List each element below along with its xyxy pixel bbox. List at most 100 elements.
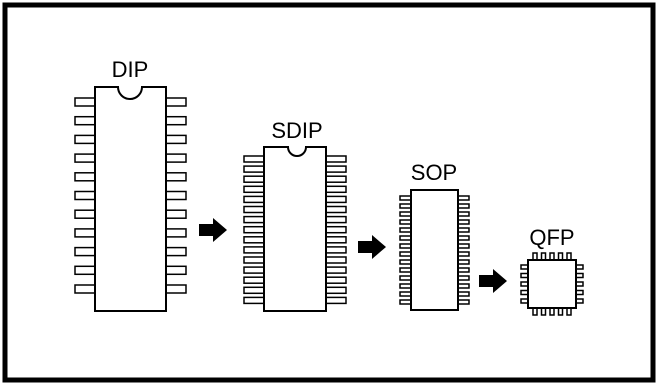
- sop-pin: [457, 259, 470, 265]
- dip-pin: [165, 172, 187, 182]
- sdip-pin: [325, 296, 347, 305]
- dip-pin: [165, 209, 187, 219]
- sdip-pin: [325, 276, 347, 284]
- sop-pin: [399, 291, 412, 297]
- sop-pin: [457, 219, 470, 225]
- sdip-pin: [243, 286, 265, 295]
- sdip-body: [263, 146, 327, 312]
- sdip-pin: [325, 256, 347, 264]
- sdip-pin: [325, 215, 347, 224]
- qfp-package: QFP: [520, 225, 584, 316]
- sop-pin: [399, 283, 412, 289]
- sdip-pin: [243, 236, 265, 244]
- sop-pin: [399, 235, 412, 241]
- sop-pin: [457, 267, 470, 273]
- sdip-pin: [325, 246, 347, 254]
- dip-pin: [74, 209, 96, 219]
- dip-pin: [74, 153, 96, 163]
- dip-pin: [74, 115, 96, 126]
- sdip-pin: [325, 155, 347, 163]
- sdip-pin: [243, 296, 265, 305]
- dip-pin: [165, 246, 187, 257]
- arrow-right-icon: [358, 235, 386, 259]
- sop-pin: [457, 283, 470, 289]
- dip-pin: [74, 134, 96, 145]
- dip-pin: [165, 134, 187, 145]
- dip-pin: [165, 97, 187, 107]
- dip-pin: [74, 284, 96, 294]
- qfp-pin: [549, 252, 555, 261]
- dip-pin: [165, 115, 187, 126]
- qfp-pin: [532, 307, 538, 316]
- dip-label: DIP: [112, 57, 149, 82]
- sdip-pin: [325, 165, 347, 173]
- sop-pin: [399, 259, 412, 265]
- sop-package: SOP: [399, 160, 470, 311]
- sdip-pin: [325, 195, 347, 204]
- qfp-pin: [557, 252, 564, 261]
- sdip-pin: [325, 175, 347, 183]
- sop-pin: [457, 227, 470, 233]
- sop-pin: [399, 227, 412, 233]
- sdip-label: SDIP: [271, 118, 322, 143]
- sop-pin: [399, 275, 412, 281]
- qfp-pin: [520, 272, 529, 279]
- dip-pin: [165, 153, 187, 163]
- sdip-pin: [243, 165, 265, 173]
- sdip-pin: [325, 236, 347, 244]
- sdip-pin: [243, 266, 265, 274]
- sop-pin: [457, 235, 470, 241]
- qfp-pin: [566, 307, 572, 316]
- sop-pin: [399, 243, 412, 249]
- dip-pin: [74, 97, 96, 107]
- sdip-pin: [243, 246, 265, 254]
- sdip-package: SDIP: [243, 118, 347, 312]
- dip-pin: [74, 246, 96, 257]
- sop-pin: [457, 291, 470, 297]
- qfp-pin: [549, 307, 555, 316]
- dip-pin: [74, 190, 96, 201]
- sdip-pin: [243, 185, 265, 194]
- arrow-right-icon: [479, 269, 507, 293]
- qfp-pin: [540, 307, 547, 316]
- dip-pins-left: [74, 97, 96, 294]
- sop-pin: [399, 251, 412, 257]
- qfp-pin: [575, 289, 584, 296]
- sop-pin: [399, 219, 412, 225]
- sdip-pin: [325, 205, 347, 214]
- sop-pin: [399, 267, 412, 273]
- sop-pin: [399, 299, 412, 305]
- qfp-pin: [557, 307, 564, 316]
- dip-package: DIP: [74, 57, 187, 312]
- sop-pin: [457, 211, 470, 217]
- sop-pin: [399, 195, 412, 201]
- dip-pin: [165, 228, 187, 238]
- sop-pin: [457, 251, 470, 257]
- qfp-pin: [520, 264, 529, 270]
- sop-pin: [457, 195, 470, 201]
- dip-pin: [165, 190, 187, 201]
- sdip-pin: [325, 266, 347, 274]
- sdip-pin: [325, 286, 347, 295]
- sdip-pin: [243, 175, 265, 183]
- sdip-pin: [325, 225, 347, 234]
- sop-pin: [457, 243, 470, 249]
- qfp-pin: [532, 252, 538, 261]
- sop-pin: [399, 203, 412, 209]
- sdip-pin: [243, 215, 265, 224]
- qfp-pin: [520, 281, 529, 287]
- sdip-pin: [243, 276, 265, 284]
- sop-pin: [457, 299, 470, 305]
- sdip-pin: [325, 185, 347, 194]
- sdip-pins-left: [243, 155, 265, 305]
- sdip-pin: [243, 225, 265, 234]
- qfp-pin: [575, 272, 584, 279]
- sop-pin: [399, 211, 412, 217]
- sop-body: [410, 189, 459, 311]
- qfp-pin: [575, 281, 584, 287]
- sop-pin: [457, 275, 470, 281]
- dip-pin: [165, 265, 187, 276]
- sdip-pin: [243, 256, 265, 264]
